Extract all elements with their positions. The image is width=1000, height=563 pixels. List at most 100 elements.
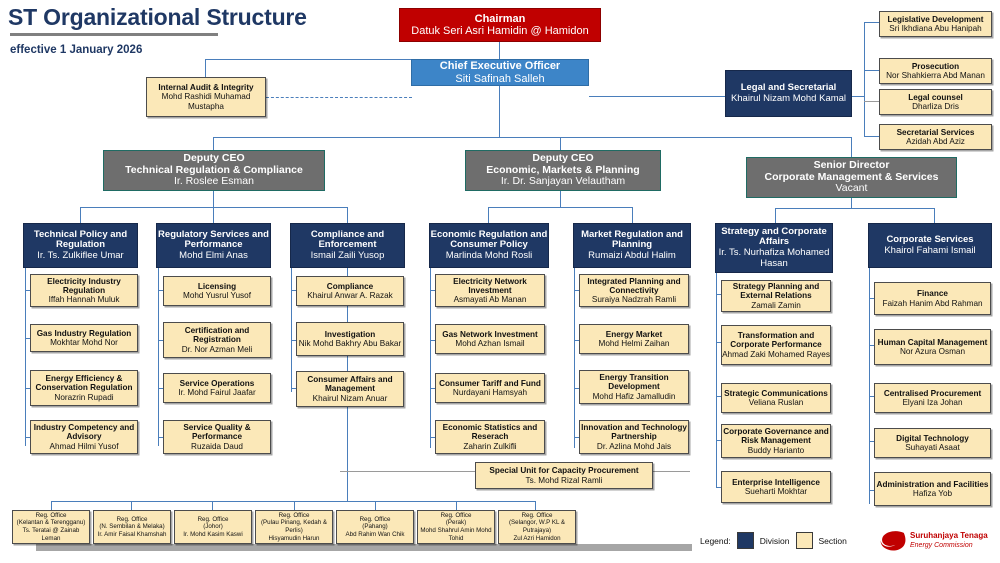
connector-div7-s2 [869,345,876,346]
regional-office-selangor-kl-putrajaya[interactable]: Reg. Office (Selangor, W.P KL & Putrajay… [498,510,576,544]
deputy-title: Deputy CEO [183,151,245,164]
division-title: Technical Policy and Regulation [33,228,128,251]
section-innovation-and-technology-partnership[interactable]: Innovation and Technology Partnership Dr… [579,420,689,454]
section-finance[interactable]: Finance Faizah Hanim Abd Rahman [874,282,991,315]
connector-ceo-legal-h [589,96,725,97]
connector-ro2-v [131,501,132,510]
section-name: Ir. Mohd Fairul Jaafar [178,388,256,397]
section-transformation-and-corporate-performance[interactable]: Transformation and Corporate Performance… [721,325,831,365]
legal-and-secretarial-box[interactable]: Legal and Secretarial Khairul Nizam Mohd… [725,70,852,117]
section-service-quality-performance[interactable]: Service Quality & Performance Ruzaida Da… [163,420,271,454]
connector-div3-v [347,207,348,223]
connector-div2-s1 [158,290,165,291]
page-title: ST Organizational Structure [8,4,307,30]
chairman-box[interactable]: Chairman Datuk Seri Asri Hamidin @ Hamid… [399,8,601,42]
connector-d2-down [560,191,561,207]
connector-ro6-v [456,501,457,510]
regional-office-label: Reg. Office [197,515,229,523]
section-title: Consumer Affairs and Management [307,375,393,394]
regional-office-kelantan-terengganu[interactable]: Reg. Office (Kelantan & Terengganu) Ts. … [12,510,90,544]
connector-div4-s2 [430,340,437,341]
section-industry-competency-and-advisory[interactable]: Industry Competency and Advisory Ahmad H… [30,420,138,454]
section-name: Nik Mohd Bakhry Abu Bakar [298,339,402,348]
legal-section-prosecution[interactable]: Prosecution Nor Shahkierra Abd Manan [879,58,992,84]
section-energy-market[interactable]: Energy Market Mohd Helmi Zaihan [579,324,689,354]
connector-div4-spine [430,268,431,448]
division-economic-regulation-and-consumer-policy[interactable]: Economic Regulation and Consumer Policy … [429,223,549,268]
ceo-box[interactable]: Chief Executive Officer Siti Safinah Sal… [411,59,589,86]
section-title: Centralised Procurement [883,388,982,398]
regional-office-pahang[interactable]: Reg. Office (Pahang) Abd Rahim Wan Chik [336,510,414,544]
section-human-capital-management[interactable]: Human Capital Management Nor Azura Osman [874,329,991,365]
section-strategic-communications[interactable]: Strategic Communications Veliana Ruslan [721,383,831,413]
connector-div1-v [80,207,81,223]
regional-office-perak[interactable]: Reg. Office (Perak) Mohd Shahrul Amin Mo… [417,510,495,544]
chairman-title: Chairman [474,12,526,25]
section-licensing[interactable]: Licensing Mohd Yusrul Yusof [163,276,271,306]
division-compliance-and-enforcement[interactable]: Compliance and Enforcement Ismail Zaili … [290,223,405,268]
section-name: Mohd Yusrul Yusof [183,291,251,300]
section-name: Ahmad Hilmi Yusof [49,441,119,451]
regional-office-n-sembilan-melaka[interactable]: Reg. Office (N. Sembilan & Melaka) Ir. A… [93,510,171,544]
special-unit-for-capacity-procurement[interactable]: Special Unit for Capacity Procurement Ts… [475,462,653,489]
section-name: Nor Shahkierra Abd Manan [886,71,985,80]
division-regulatory-services-and-performance[interactable]: Regulatory Services and Performance Mohd… [156,223,271,268]
regional-office-label: Reg. Office [116,515,148,523]
section-digital-technology[interactable]: Digital Technology Suhayati Asaat [874,428,991,458]
connector-legal-s2 [864,70,879,71]
section-enterprise-intelligence[interactable]: Enterprise Intelligence Sueharti Mokhtar [721,471,831,503]
regional-office-pulau-pinang-kedah-perlis[interactable]: Reg. Office (Pulau Pinang, Kedah & Perli… [255,510,333,544]
section-gas-network-investment[interactable]: Gas Network Investment Mohd Azhan Ismail [435,324,545,354]
section-strategy-planning-and-external-relations[interactable]: Strategy Planning and External Relations… [721,280,831,312]
section-title: Strategic Communications [724,388,828,398]
regional-office-label: Reg. Office [440,511,472,519]
section-energy-efficiency-conservation-regulation[interactable]: Energy Efficiency & Conservation Regulat… [30,370,138,406]
section-title: Prosecution [911,61,960,71]
section-gas-industry-regulation[interactable]: Gas Industry Regulation Mokhtar Mohd Nor [30,324,138,352]
section-name: Ahmad Zaki Mohamed Rayes [722,349,830,359]
regional-office-name: Ir. Mohd Kasim Kaswi [183,530,243,538]
section-centralised-procurement[interactable]: Centralised Procurement Elyani Iza Johan [874,383,991,413]
legal-section-legislative-development[interactable]: Legislative Development Sri Ikhdiana Abu… [879,11,992,37]
legal-section-secretarial-services[interactable]: Secretarial Services Azidah Abd Aziz [879,124,992,150]
section-service-operations[interactable]: Service Operations Ir. Mohd Fairul Jaafa… [163,373,271,403]
section-consumer-affairs-and-management[interactable]: Consumer Affairs and Management Khairul … [296,371,404,407]
section-electricity-industry-regulation[interactable]: Electricity Industry Regulation Iffah Ha… [30,274,138,307]
section-corporate-governance-and-risk-management[interactable]: Corporate Governance and Risk Management… [721,424,831,458]
deputy-ceo-economic-box[interactable]: Deputy CEO Economic, Markets & Planning … [465,150,661,191]
section-certification-and-registration[interactable]: Certification and Registration Dr. Nor A… [163,322,271,358]
division-corporate-services[interactable]: Corporate Services Khairol Fahami Ismail [868,223,992,268]
section-economic-statistics-and-research[interactable]: Economic Statistics and Reserach Zaharin… [435,420,545,454]
deputy-title: Senior Director [813,158,890,171]
deputy-ceo-technical-box[interactable]: Deputy CEO Technical Regulation & Compli… [103,150,325,191]
senior-director-corporate-box[interactable]: Senior Director Corporate Management & S… [746,157,957,198]
legal-section-legal-counsel[interactable]: Legal counsel Dharliza Dris [879,89,992,115]
division-title: Compliance and Enforcement [310,228,385,251]
connector-div7-v [934,208,935,223]
section-electricity-network-investment[interactable]: Electricity Network Investment Asmayati … [435,274,545,307]
connector-div6-s5 [716,487,723,488]
connector-regional-bus [51,501,535,502]
section-name: Sri Ikhdiana Abu Hanipah [889,24,982,33]
division-market-regulation-and-planning[interactable]: Market Regulation and Planning Rumaizi A… [573,223,691,268]
regional-office-name: Mohd Shahrul Amin Mohd Tohid [420,527,492,542]
division-technical-policy-and-regulation[interactable]: Technical Policy and Regulation Ir. Ts. … [23,223,138,268]
section-title: Compliance [326,281,374,291]
section-investigation[interactable]: Investigation Nik Mohd Bakhry Abu Bakar [296,322,404,356]
connector-div4-s4 [430,437,437,438]
connector-d2-bus [488,207,632,208]
connector-deputy2-v [560,137,561,150]
section-consumer-tariff-and-fund[interactable]: Consumer Tariff and Fund Nurdayani Hamsy… [435,373,545,403]
section-energy-transition-development[interactable]: Energy Transition Development Mohd Hafiz… [579,370,689,404]
section-compliance[interactable]: Compliance Khairul Anwar A. Razak [296,276,404,306]
connector-ro5-v [375,501,376,510]
internal-audit-box[interactable]: Internal Audit & Integrity Mohd Rashidi … [146,77,266,117]
section-title: Transformation and Corporate Performance [730,331,822,350]
section-name: Elyani Iza Johan [902,398,963,407]
regional-office-johor[interactable]: Reg. Office (Johor) Ir. Mohd Kasim Kaswi [174,510,252,544]
division-strategy-and-corporate-affairs[interactable]: Strategy and Corporate Affairs Ir. Ts. N… [715,223,833,273]
section-integrated-planning-and-connectivity[interactable]: Integrated Planning and Connectivity Sur… [579,274,689,307]
section-name: Dr. Azlina Mohd Jais [596,441,672,451]
section-administration-and-facilities[interactable]: Administration and Facilities Hafiza Yob [874,472,991,506]
deputy-subtitle: Economic, Markets & Planning [486,163,640,176]
